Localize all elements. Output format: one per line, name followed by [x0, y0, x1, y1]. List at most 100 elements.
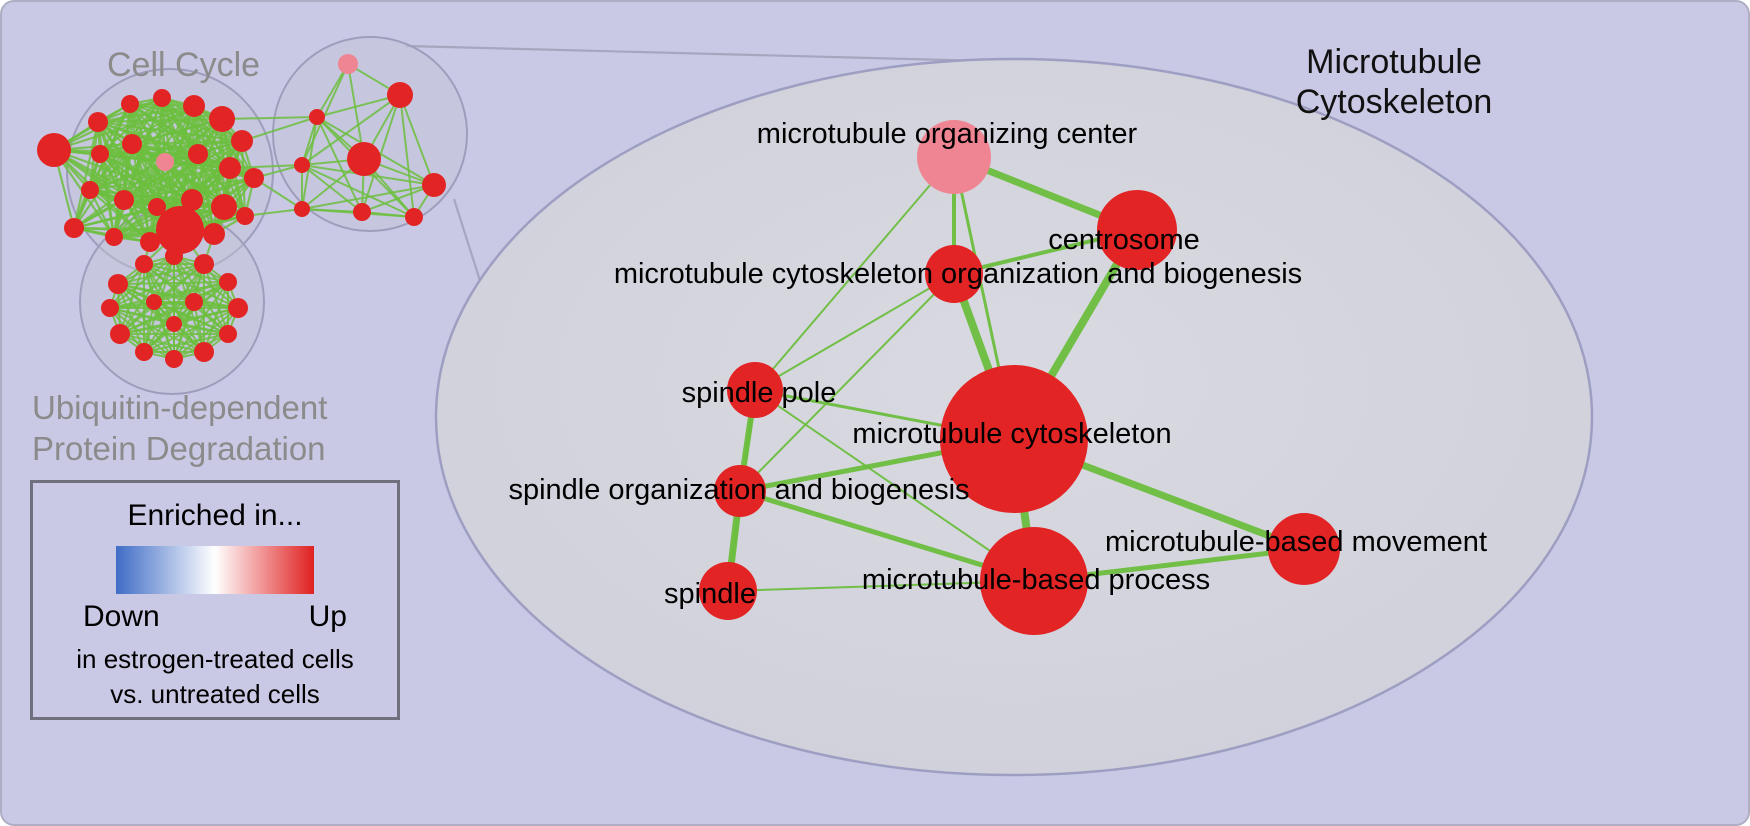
overview-edge: [316, 63, 349, 118]
overview-edge: [122, 139, 244, 202]
overview-node-u9: [135, 343, 153, 361]
overview-edge: [98, 104, 196, 156]
overview-edge: [316, 94, 401, 118]
overview-edge: [88, 142, 134, 192]
overview-node-c5: [209, 106, 235, 132]
overview-node-u7: [194, 342, 214, 362]
overview-node-m1: [387, 82, 413, 108]
overview-node-u10: [110, 324, 130, 344]
overview-edge: [88, 166, 232, 192]
overview-node-c4: [183, 95, 205, 117]
overview-edge: [119, 333, 205, 353]
overview-node-c6: [231, 130, 253, 152]
overview-edge: [196, 152, 247, 218]
zoom-cone-line: [405, 44, 988, 63]
overview-node-c7: [91, 145, 109, 163]
cluster-label-ubiquitin-line2: Protein Degradation: [32, 429, 326, 467]
overview-edge: [72, 120, 100, 230]
overview-edge: [173, 263, 205, 325]
node-label-centrosome: centrosome: [1048, 224, 1200, 256]
overview-edge: [119, 263, 145, 335]
overview-node-c9: [156, 153, 174, 171]
cluster-label-microtubule-line2: Cytoskeleton: [1295, 83, 1493, 122]
overview-edge: [203, 281, 229, 353]
detail-node-labels: microtubule organizing centercentrosomem…: [508, 118, 1487, 610]
overview-cross-edge: [221, 116, 318, 120]
overview-edge: [301, 116, 318, 166]
cluster-label-microtubule-line1: Microtubule: [1306, 43, 1482, 81]
overview-node-u11: [101, 299, 119, 317]
overview-node-m4: [294, 157, 310, 173]
overview-edge: [130, 139, 244, 146]
overview-node-c22: [203, 223, 225, 245]
legend-caption-line2: vs. untreated cells: [110, 679, 320, 710]
overview-node-u1: [135, 255, 153, 273]
overview-node-c16: [181, 189, 203, 211]
overview-edge: [316, 116, 363, 213]
overview-edge: [301, 184, 435, 210]
legend-up-label: Up: [308, 600, 347, 633]
overview-cross-edge: [241, 116, 318, 142]
overview-node-u14: [166, 316, 182, 332]
overview-node-c23: [236, 207, 254, 225]
overview-edge: [119, 255, 175, 335]
node-label-moc: microtubule organizing center: [757, 118, 1138, 150]
node-label-spindle_pole: spindle pole: [682, 377, 837, 409]
overview-edge: [130, 142, 152, 244]
overview-node-m6: [353, 203, 371, 221]
node-spindle_pole: [727, 362, 783, 418]
overview-node-u12: [146, 294, 162, 310]
overview-edge: [109, 307, 175, 325]
overview-edge: [109, 307, 205, 353]
overview-edge: [96, 120, 244, 143]
node-label-spindle: spindle: [664, 578, 756, 610]
overview-edge: [109, 255, 175, 309]
overview-edge: [130, 104, 196, 146]
node-label-mt_org_bio: microtubule cytoskeleton organization an…: [614, 258, 1302, 290]
legend-endpoint-labels: Down Up: [33, 600, 397, 634]
overview-edge: [98, 96, 164, 156]
overview-node-u5: [228, 298, 248, 318]
overview-edge: [240, 139, 247, 218]
overview-edge: [72, 198, 194, 230]
detail-nodes: [699, 120, 1340, 635]
overview-edge: [399, 94, 415, 218]
overview-edge: [155, 139, 244, 209]
overview-edge: [153, 281, 229, 303]
node-moc: [917, 120, 991, 194]
node-mt_org_bio: [925, 245, 983, 303]
overview-node-m2: [309, 109, 325, 125]
overview-node-u6: [219, 325, 237, 343]
overview-edge: [173, 301, 195, 360]
overview-node-m0: [338, 54, 358, 74]
node-label-mt_movement: microtubule-based movement: [1105, 526, 1487, 558]
node-spindle_org_bio: [714, 465, 766, 517]
overview-edge: [112, 96, 164, 239]
edge-mt_org_bio-spindle_pole: [754, 273, 955, 391]
overview-edge: [130, 117, 224, 146]
overview-node-u2: [165, 247, 183, 265]
legend-gradient-bar: [116, 546, 314, 594]
overview-node-c13: [81, 181, 99, 199]
overview-edge: [173, 323, 229, 335]
node-mt_cytoskeleton: [940, 365, 1088, 513]
overview-node-c1: [88, 112, 108, 132]
overview-node-c20: [140, 232, 160, 252]
overview-edge: [109, 307, 175, 360]
overview-node-m8: [294, 201, 310, 217]
legend: Enriched in... Down Up in estrogen-treat…: [30, 480, 400, 720]
node-label-mt_cytoskeleton: microtubule cytoskeleton: [852, 418, 1171, 450]
overview-node-u8: [165, 350, 183, 368]
overview-edge: [119, 301, 195, 335]
overview-node-c14: [114, 190, 134, 210]
legend-down-label: Down: [83, 600, 160, 633]
cluster-label-ubiquitin: Ubiquitin-dependent Protein Degradation: [32, 388, 327, 470]
overview-nodes: [37, 54, 446, 368]
overview-node-m7: [405, 208, 423, 226]
edge-moc-spindle_pole: [754, 156, 955, 391]
overview-node-c10: [188, 144, 208, 164]
legend-caption-line1: in estrogen-treated cells: [76, 644, 354, 674]
edge-mt_org_bio-spindle_org_bio: [739, 273, 955, 492]
